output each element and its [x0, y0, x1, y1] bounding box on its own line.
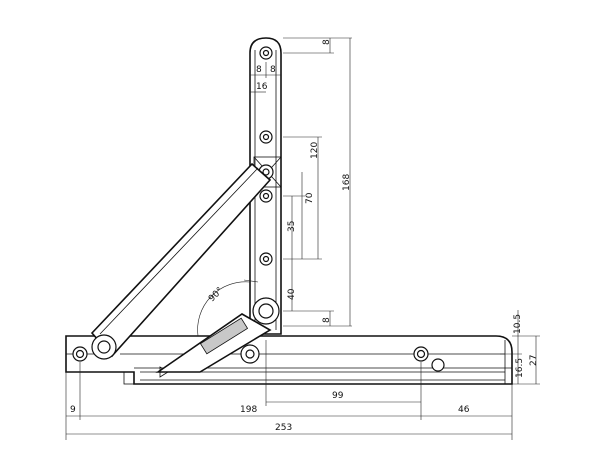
- dim-168: 168: [342, 174, 352, 191]
- horizontal-dimensions: 99 9 198 46 253: [65, 340, 513, 440]
- rail-end-hole-left: [72, 346, 88, 362]
- slider-link: [155, 313, 272, 373]
- dim-arm-offset: 16: [256, 82, 268, 92]
- dim-46: 46: [458, 405, 470, 415]
- vertical-dimensions: 8 168 120 70 35 40 8 8 8 16: [250, 37, 352, 327]
- dim-10-5: 10.5: [513, 314, 523, 334]
- dim-hole-spacing-b: 8: [270, 65, 276, 75]
- arm-pivot: [252, 297, 280, 325]
- dim-253: 253: [275, 423, 292, 433]
- stop-pin: [431, 358, 445, 372]
- dim-top-offset: 8: [322, 39, 332, 45]
- diagonal-brace: [90, 162, 272, 360]
- dim-9: 9: [70, 405, 76, 415]
- dim-198: 198: [240, 405, 257, 415]
- dim-16-5: 16.5: [515, 358, 525, 378]
- dim-70: 70: [305, 192, 315, 204]
- angle-label: 90°: [207, 286, 225, 304]
- dim-bottom-offset: 8: [322, 317, 332, 323]
- brace-pivot: [91, 334, 117, 360]
- slider-pivot: [240, 344, 260, 364]
- arm-hole-4: [259, 189, 273, 203]
- base-rail: [65, 335, 513, 385]
- dim-120: 120: [310, 142, 320, 159]
- dim-27: 27: [529, 355, 539, 366]
- dim-40: 40: [287, 288, 297, 300]
- dim-99: 99: [332, 391, 344, 401]
- dim-hole-spacing-a: 8: [256, 65, 262, 75]
- arm-hole-2: [259, 130, 273, 144]
- arm-hole-1: [259, 46, 273, 60]
- rail-hole-right: [413, 346, 429, 362]
- right-dimensions: 10.5 16.5 27: [500, 310, 540, 385]
- dim-35: 35: [287, 221, 297, 232]
- arm-hole-5: [259, 252, 273, 266]
